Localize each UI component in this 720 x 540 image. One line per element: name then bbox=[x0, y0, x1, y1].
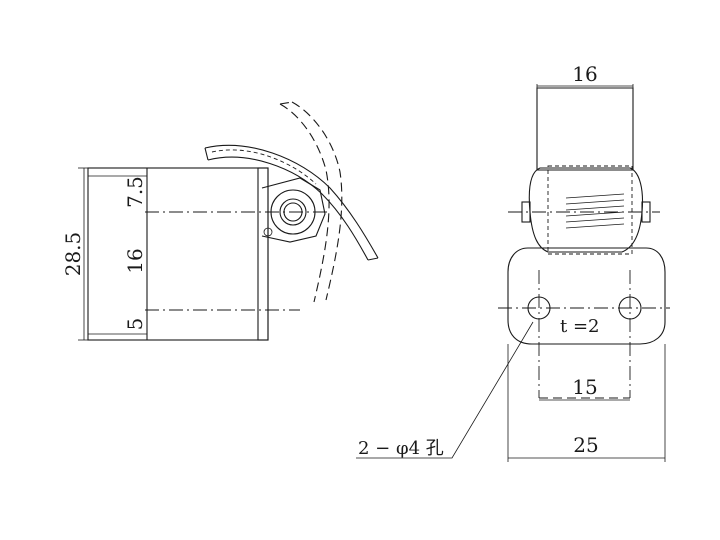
dim-top-height: 7.5 bbox=[123, 176, 147, 208]
dim-base-width: 25 bbox=[573, 433, 598, 457]
dim-hole-spacing: 15 bbox=[572, 375, 597, 399]
side-latch-arm bbox=[204, 144, 379, 259]
side-hinge-block bbox=[261, 177, 326, 243]
side-latch-arm-inner bbox=[207, 156, 369, 261]
thickness-label: t =2 bbox=[560, 316, 600, 337]
side-latch-end bbox=[204, 147, 209, 161]
side-latch-alt-inner bbox=[291, 101, 343, 301]
side-hinge-outer bbox=[270, 189, 316, 235]
hole-callout: 2 − φ4 孔 bbox=[358, 438, 444, 459]
side-body bbox=[87, 167, 269, 341]
dim-overall-height: 28.5 bbox=[61, 232, 85, 277]
dim-middle-height: 16 bbox=[123, 248, 147, 273]
dim-top-width: 16 bbox=[572, 62, 597, 86]
side-latch-alt-outer bbox=[279, 103, 330, 303]
front-hasp-plate bbox=[536, 87, 634, 171]
side-plate bbox=[257, 167, 269, 341]
front-base-plate bbox=[507, 247, 666, 345]
side-latch-alt-tip bbox=[279, 101, 293, 105]
front-spring bbox=[565, 193, 625, 229]
hole-callout-leader bbox=[356, 321, 534, 459]
front-hinge-barrel bbox=[528, 167, 644, 253]
dim-bottom-height: 5 bbox=[123, 318, 147, 331]
side-hinge-pin-inner bbox=[283, 202, 303, 222]
front-hinge-dashed bbox=[547, 165, 633, 255]
side-latch-tip bbox=[367, 257, 379, 261]
side-view: 28.5 7.5 16 5 bbox=[61, 101, 379, 341]
side-rivet bbox=[263, 227, 273, 237]
front-view: 16 t =2 15 25 bbox=[356, 62, 670, 462]
side-latch-hatch bbox=[211, 149, 317, 185]
side-hinge-pin bbox=[279, 198, 307, 226]
